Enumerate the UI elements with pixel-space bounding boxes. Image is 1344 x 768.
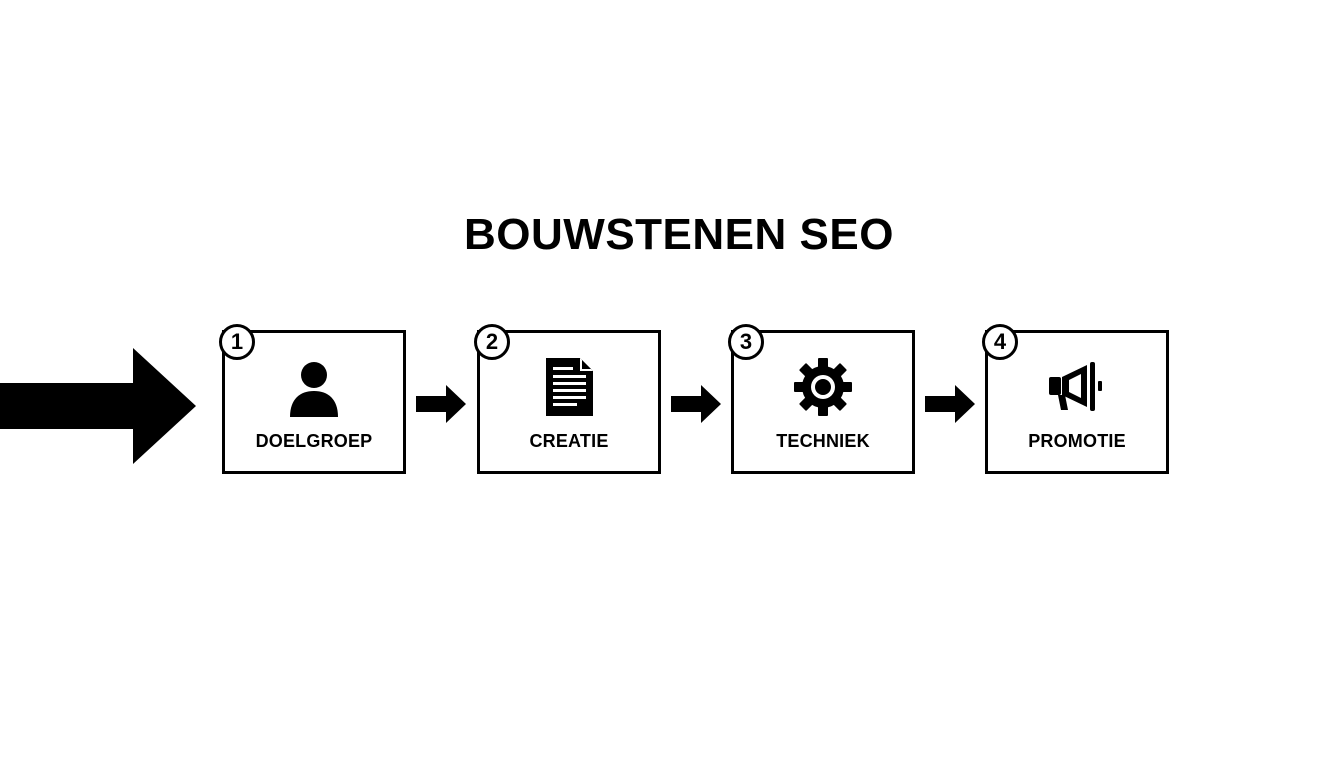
person-icon <box>290 362 338 417</box>
step-doelgroep: 1 DOELGROEP <box>219 324 406 474</box>
step-number-badge: 2 <box>474 324 510 360</box>
step-promotie: 4 PROMOTIE <box>982 324 1169 474</box>
flow-arrow-icon <box>925 385 975 423</box>
step-label: TECHNIEK <box>776 431 870 451</box>
megaphone-icon <box>1049 362 1102 411</box>
step-creatie: 2 CREATIE <box>474 324 661 474</box>
entry-arrow-icon <box>0 348 196 464</box>
flow-arrow-icon <box>671 385 721 423</box>
step-number-badge: 3 <box>728 324 764 360</box>
step-number-badge: 1 <box>219 324 255 360</box>
flow-arrow-icon <box>416 385 466 423</box>
document-icon <box>546 358 593 416</box>
step-label: PROMOTIE <box>1028 431 1126 451</box>
step-label: CREATIE <box>529 431 609 451</box>
step-techniek: 3 TECHNIEK <box>728 324 915 474</box>
gear-icon <box>794 358 852 416</box>
step-label: DOELGROEP <box>255 431 373 451</box>
step-number-badge: 4 <box>982 324 1018 360</box>
diagram-title: BOUWSTENEN SEO <box>464 210 894 259</box>
